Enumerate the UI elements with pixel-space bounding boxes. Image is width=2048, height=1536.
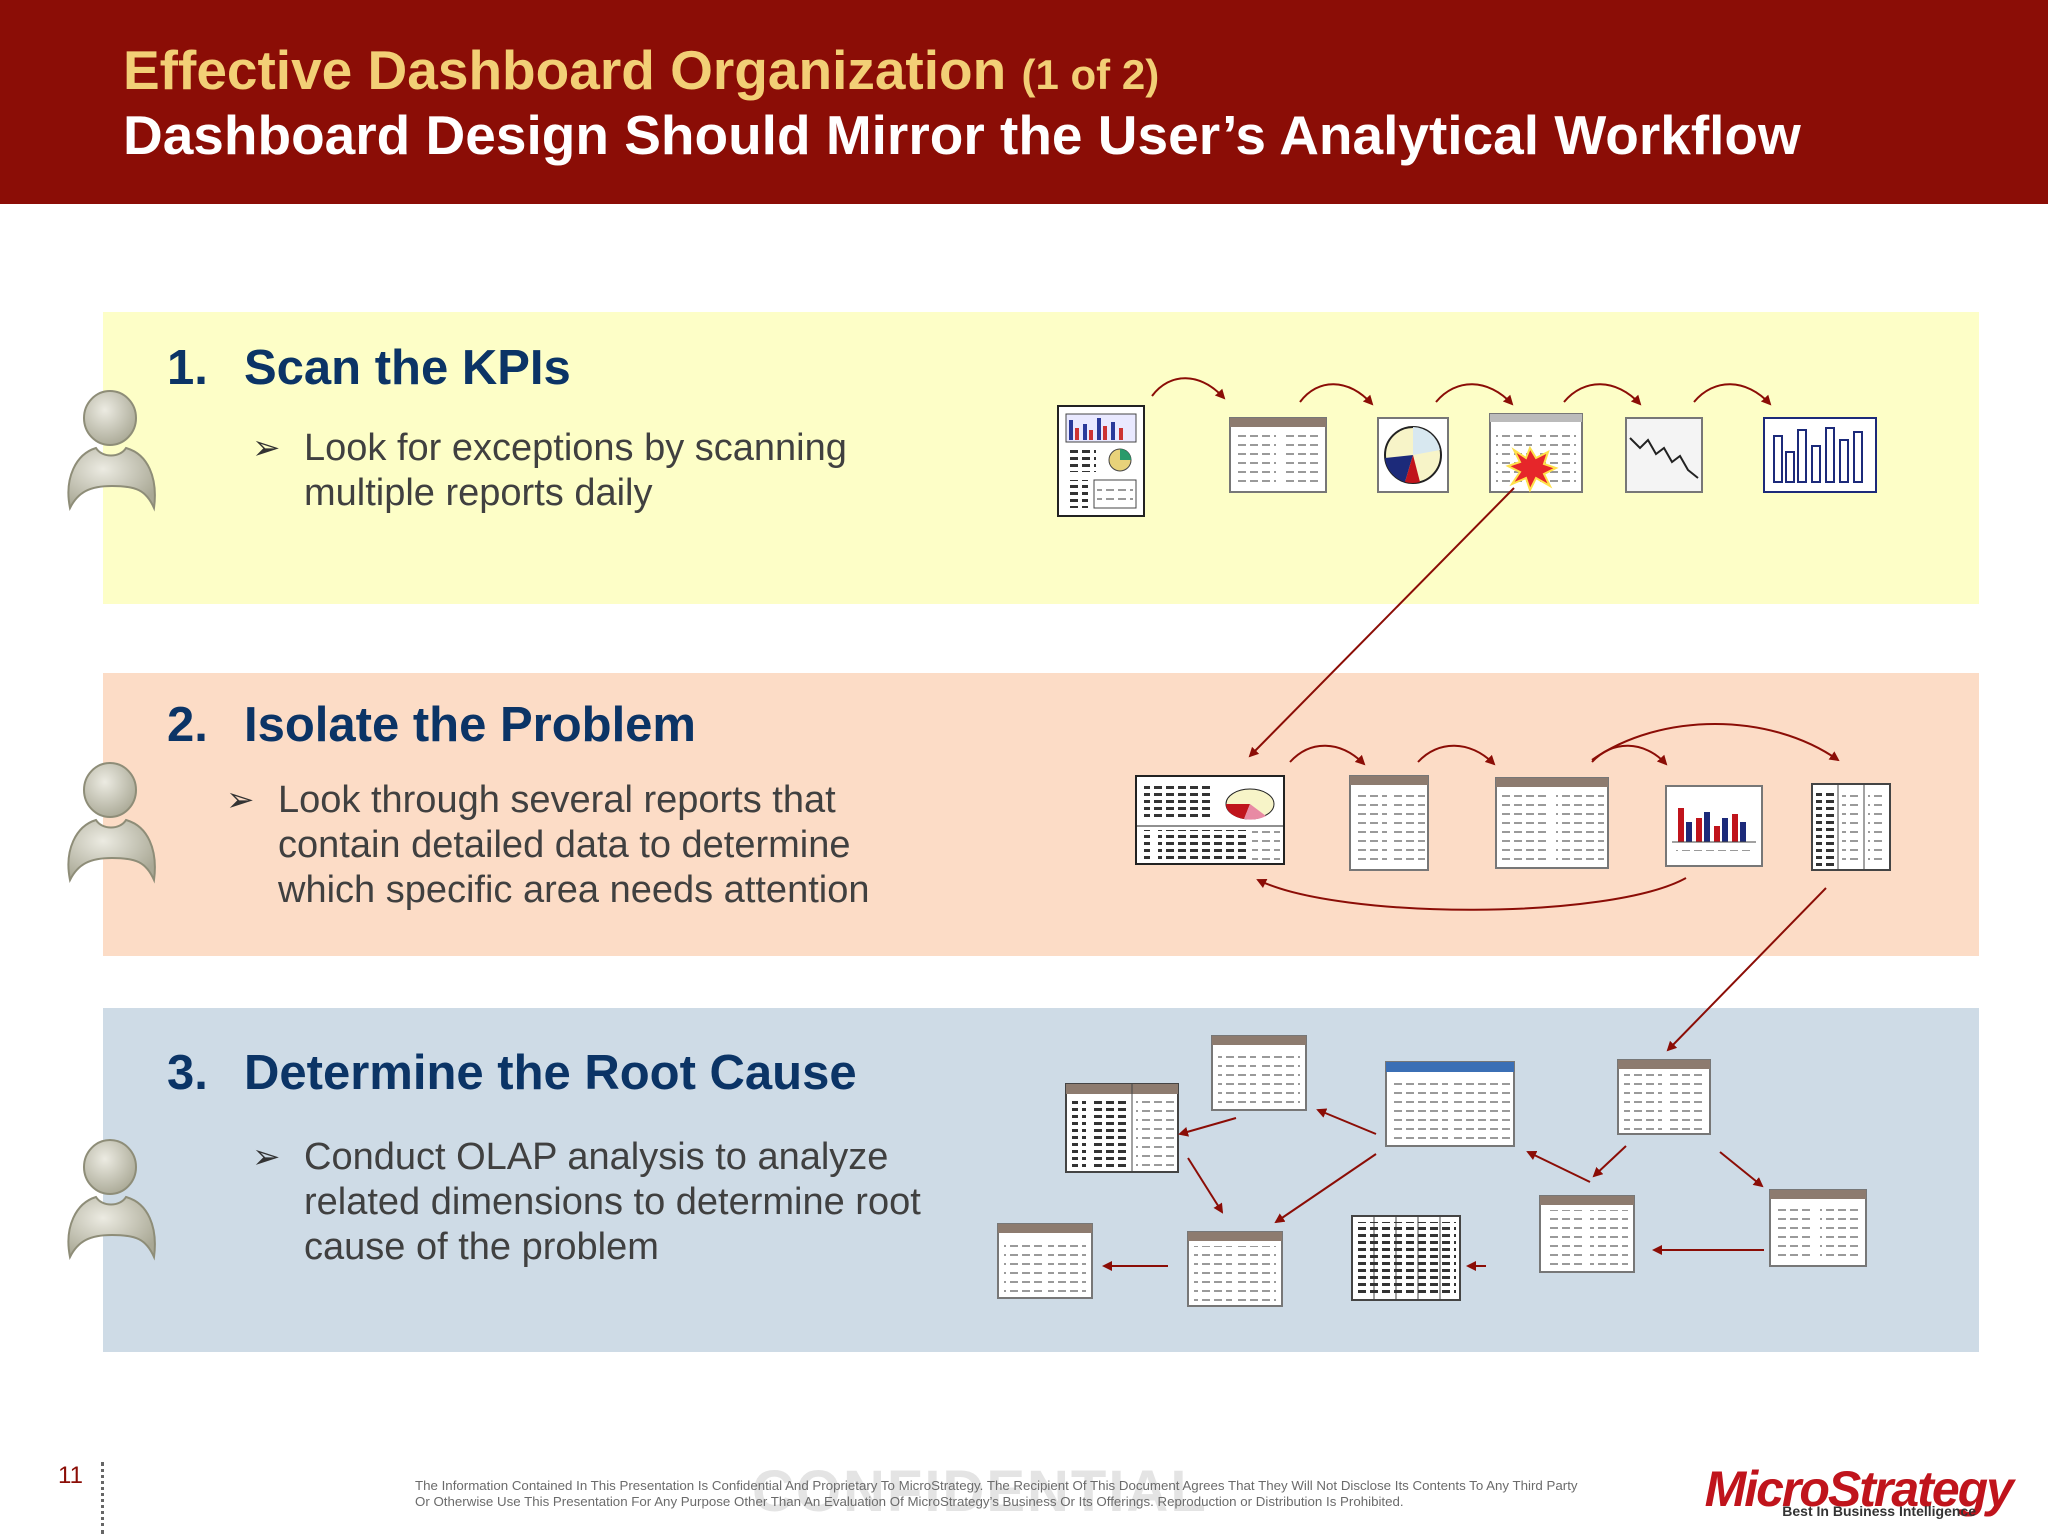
bullet-arrow-icon: ➢ (252, 429, 281, 467)
step-3-number: 3. (167, 1046, 208, 1100)
step-1-heading: 1. Scan the KPIs (167, 340, 571, 396)
title-suffix: (1 of 2) (1021, 51, 1160, 98)
step-1-text: Look for exceptions by scanning multiple… (304, 427, 847, 514)
bullet-arrow-icon: ➢ (252, 1138, 281, 1176)
step-1-title: Scan the KPIs (244, 341, 571, 395)
user-silhouette-icon (67, 390, 156, 512)
step-2-text: Look through several reports that contai… (278, 779, 870, 911)
step-3-bullet: ➢ Conduct OLAP analysis to analyze relat… (252, 1135, 944, 1270)
logo-brand: MicroStrategy (1704, 1461, 2014, 1517)
confidential-watermark: CONFIDENTIAL (752, 1459, 1208, 1524)
bullet-arrow-icon: ➢ (226, 781, 255, 819)
header-bar: Effective Dashboard Organization (1 of 2… (0, 0, 2048, 204)
company-logo: MicroStrategy Best In Business Intellige… (1696, 1460, 2016, 1520)
step-1-bullet: ➢ Look for exceptions by scanning multip… (252, 426, 904, 516)
step-3-heading: 3. Determine the Root Cause (167, 1045, 857, 1101)
step-2-number: 2. (167, 698, 208, 752)
page-title: Effective Dashboard Organization (1 of 2… (123, 38, 1159, 102)
title-text: Effective Dashboard Organization (123, 39, 1007, 101)
step-3-text: Conduct OLAP analysis to analyze related… (304, 1136, 921, 1268)
user-silhouette-icon (67, 762, 156, 884)
confidentiality-disclaimer: The Information Contained In This Presen… (415, 1478, 1578, 1509)
step-1-number: 1. (167, 341, 208, 395)
page-subtitle: Dashboard Design Should Mirror the User’… (123, 104, 1801, 166)
step-2-heading: 2. Isolate the Problem (167, 697, 696, 753)
step-2-bullet: ➢ Look through several reports that cont… (226, 778, 918, 913)
step-2-title: Isolate the Problem (244, 698, 697, 752)
step-3-title: Determine the Root Cause (244, 1046, 857, 1100)
page-number: 11 (58, 1462, 83, 1489)
logo-tagline: Best In Business Intelligence (1782, 1503, 1976, 1519)
user-silhouette-icon (67, 1139, 156, 1261)
footer-divider (101, 1462, 104, 1534)
